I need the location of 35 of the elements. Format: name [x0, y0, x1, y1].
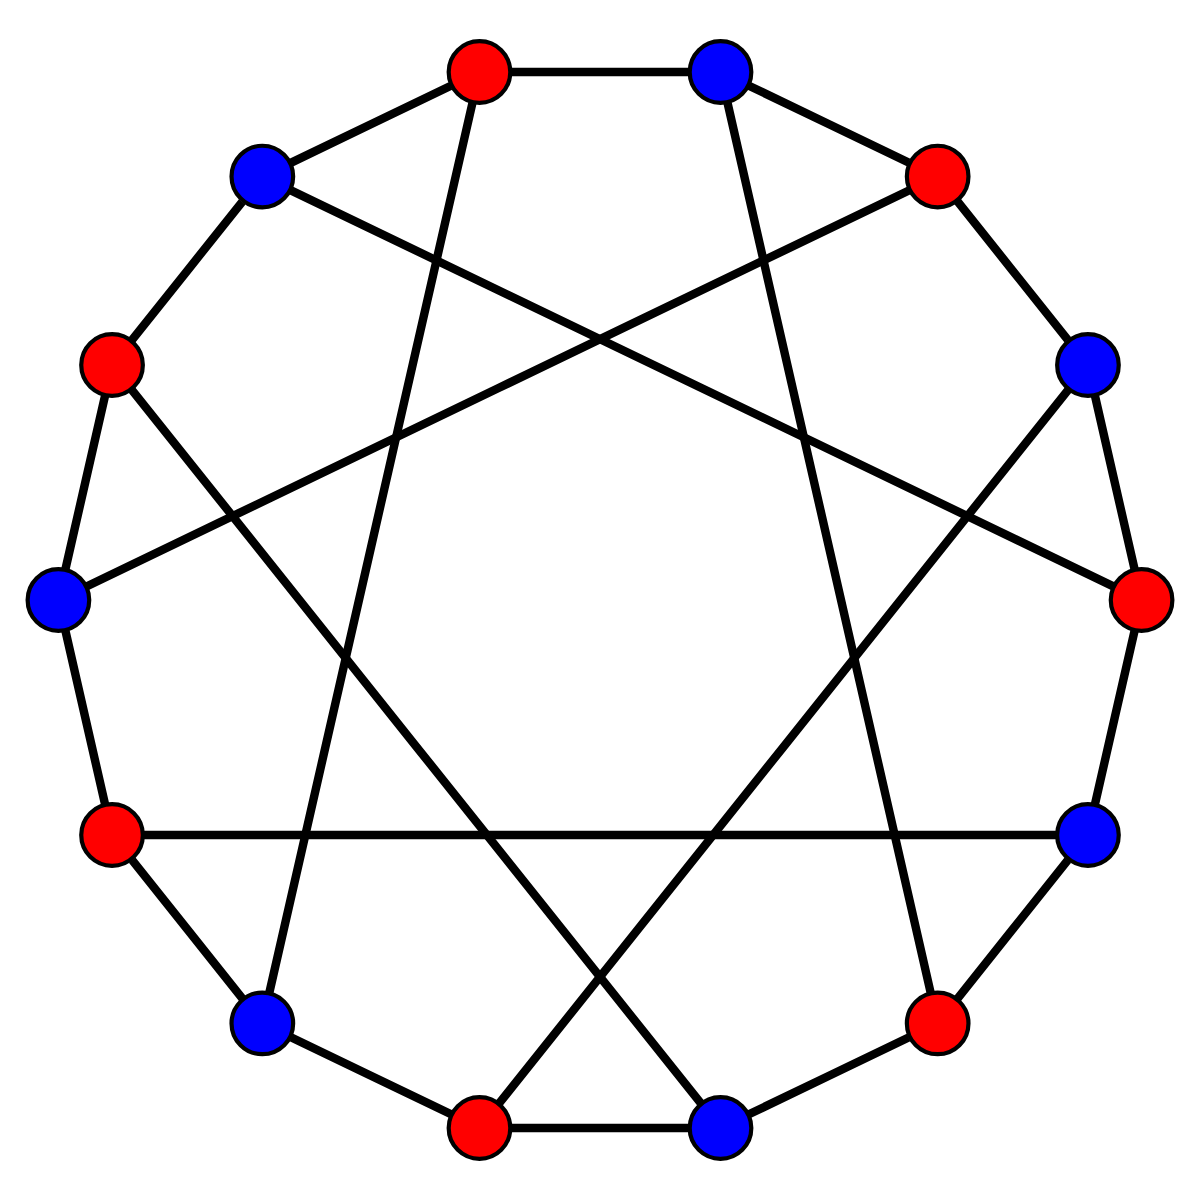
node-circle: [229, 143, 296, 210]
connector: [1090, 394, 1139, 571]
node-circle: [446, 1095, 513, 1161]
connector: [85, 186, 912, 591]
node-circle: [25, 567, 92, 633]
node-circle: [1055, 332, 1121, 398]
connector: [128, 199, 246, 343]
connector: [511, 1123, 689, 1133]
connector: [61, 394, 110, 571]
node-circle: [687, 39, 754, 105]
connector: [496, 386, 1072, 1106]
connector: [61, 629, 110, 806]
node-circle: [1108, 567, 1175, 633]
node-circle: [229, 990, 296, 1057]
connector: [289, 1033, 453, 1119]
connector: [143, 830, 1057, 840]
connector: [954, 857, 1072, 1002]
node-circle: [687, 1095, 754, 1161]
connector: [954, 198, 1072, 343]
connector: [128, 857, 246, 1002]
connector: [747, 1033, 911, 1119]
node-circle: [1055, 802, 1121, 868]
node-circle: [79, 332, 145, 398]
connector: [723, 102, 935, 994]
connector: [747, 81, 911, 167]
node-circle: [446, 39, 513, 105]
connector: [288, 82, 453, 167]
connector: [265, 101, 477, 994]
connector: [128, 386, 705, 1106]
connector: [511, 67, 689, 77]
node-circle: [79, 802, 145, 868]
node-circle: [904, 143, 971, 210]
node-circle: [904, 990, 971, 1057]
connector: [289, 186, 1116, 591]
connector: [1090, 629, 1139, 806]
